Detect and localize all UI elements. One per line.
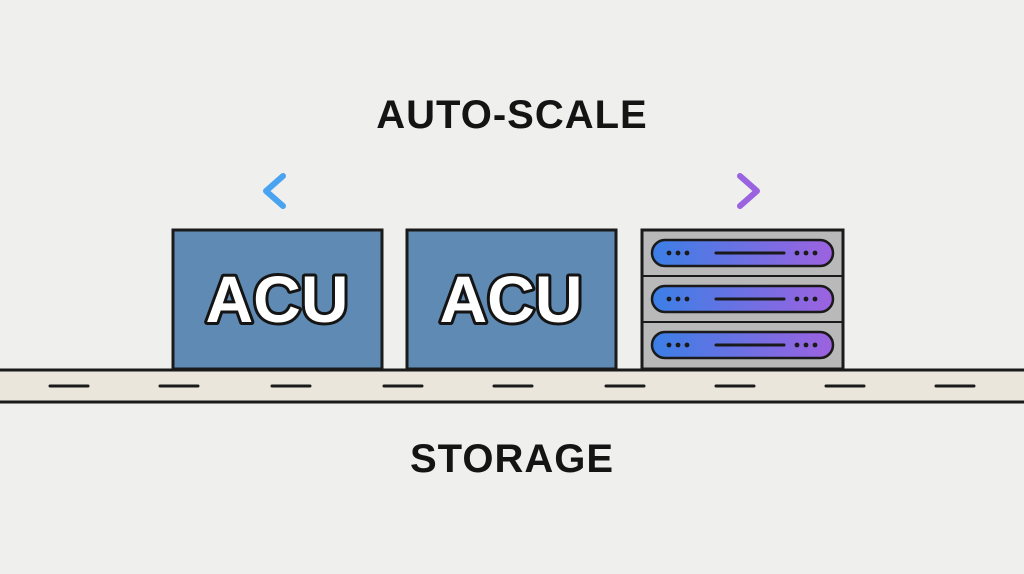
server-bay-3 <box>650 330 835 360</box>
server-rack-icon <box>640 228 845 371</box>
storage-band <box>0 368 1024 404</box>
double-headed-arrow-icon <box>263 173 760 209</box>
acu-unit-1: ACU <box>171 228 384 371</box>
server-bay-2 <box>650 284 835 314</box>
storage-label: STORAGE <box>409 437 615 481</box>
acu-unit-1-label: ACU <box>206 262 349 336</box>
server-bay-1 <box>650 238 835 268</box>
acu-unit-2-label: ACU <box>440 262 583 336</box>
acu-unit-2: ACU <box>405 228 618 371</box>
auto-scale-label: AUTO-SCALE <box>376 93 648 137</box>
